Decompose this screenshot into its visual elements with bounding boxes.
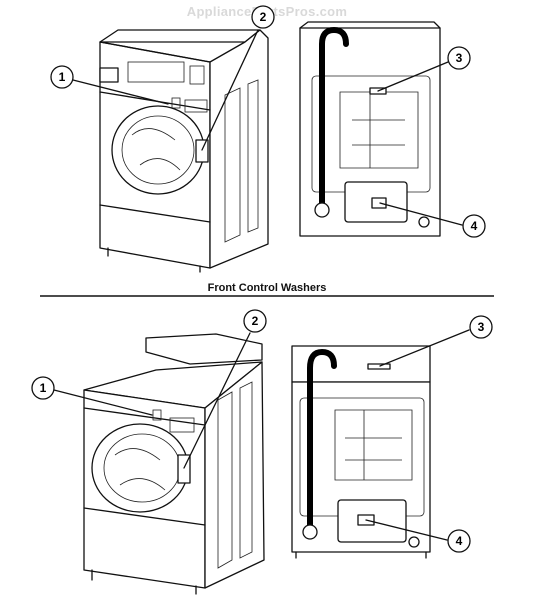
svg-text:3: 3 — [478, 320, 485, 334]
callout-bottom-front-1: 1 — [31, 376, 55, 400]
svg-text:3: 3 — [456, 51, 463, 65]
callout-bottom-rear-4: 4 — [447, 529, 471, 553]
bottom-rear-drain-hose — [307, 348, 337, 531]
top-rear-label-4 — [371, 197, 387, 209]
bottom-washer-display — [169, 417, 195, 433]
callout-bottom-front-2: 2 — [243, 309, 267, 333]
top-washer-coin-slide — [99, 67, 119, 83]
bottom-washer-side-panel — [204, 361, 265, 589]
svg-text:1: 1 — [59, 70, 66, 84]
bottom-washer-control-console — [145, 333, 263, 365]
leader-lines — [53, 29, 470, 541]
top-washer-top-panel — [99, 29, 261, 43]
top-washer-door — [111, 105, 205, 195]
top-washer-side-panel — [209, 29, 269, 269]
svg-text:4: 4 — [471, 219, 478, 233]
callout-top-rear-4: 4 — [462, 214, 486, 238]
top-rear-washer — [299, 21, 441, 237]
svg-text:4: 4 — [456, 534, 463, 548]
top-washer-control-panel — [127, 61, 185, 83]
bottom-washer-door — [91, 423, 189, 513]
callout-top-front-2: 2 — [251, 5, 275, 29]
svg-text:2: 2 — [252, 314, 259, 328]
callout-bottom-rear-3: 3 — [469, 315, 493, 339]
top-washer-display — [184, 99, 208, 113]
bottom-rear-washer — [291, 345, 431, 559]
top-front-washer — [99, 29, 269, 273]
top-rear-drain-hose — [319, 26, 349, 209]
svg-text:1: 1 — [40, 381, 47, 395]
callout-top-rear-3: 3 — [447, 46, 471, 70]
svg-text:2: 2 — [260, 10, 267, 24]
bottom-front-washer — [83, 333, 265, 595]
callout-top-front-1: 1 — [50, 65, 74, 89]
top-washer-door-lock — [195, 139, 209, 163]
bottom-rear-label-3 — [367, 363, 391, 370]
section-title: Front Control Washers — [207, 282, 327, 294]
